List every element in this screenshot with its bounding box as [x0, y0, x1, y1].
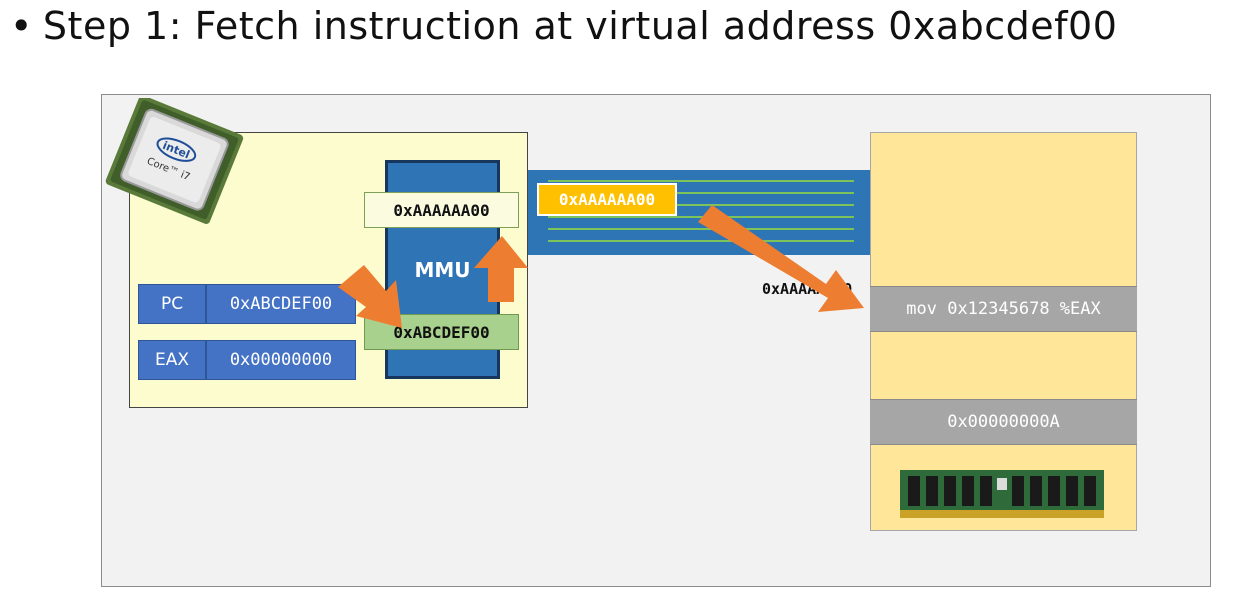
bus-line: [548, 216, 854, 218]
bullet-point: •: [10, 4, 33, 48]
register-value-eax: 0x00000000: [206, 340, 356, 380]
register-name-pc: PC: [138, 284, 206, 324]
bus-line: [548, 228, 854, 230]
slide-title: •Step 1: Fetch instruction at virtual ad…: [10, 4, 1117, 48]
register-value-pc: 0xABCDEF00: [206, 284, 356, 324]
ram-stick-image: [900, 470, 1104, 518]
register-name-eax: EAX: [138, 340, 206, 380]
arrow-bus-to-memory: [698, 205, 864, 312]
bus-line: [548, 240, 854, 242]
memory-row-data: 0x00000000A: [870, 399, 1137, 445]
cpu-chip-image: intel Core™ i7: [105, 98, 244, 224]
mmu-physical-address: 0xAAAAAA00: [364, 192, 519, 228]
bus-line: [548, 192, 854, 194]
bus-line: [548, 180, 854, 182]
arrow-up-mmu: [474, 236, 528, 302]
bus-line: [548, 204, 854, 206]
slide-title-text: Step 1: Fetch instruction at virtual add…: [42, 4, 1118, 48]
memory-row-instruction: mov 0x12345678 %EAX: [870, 286, 1137, 332]
mmu-label: MMU: [414, 258, 471, 282]
bus-address-label: 0xAAAAAA00: [537, 183, 677, 216]
arrow-pc-to-mmu: [338, 265, 402, 328]
